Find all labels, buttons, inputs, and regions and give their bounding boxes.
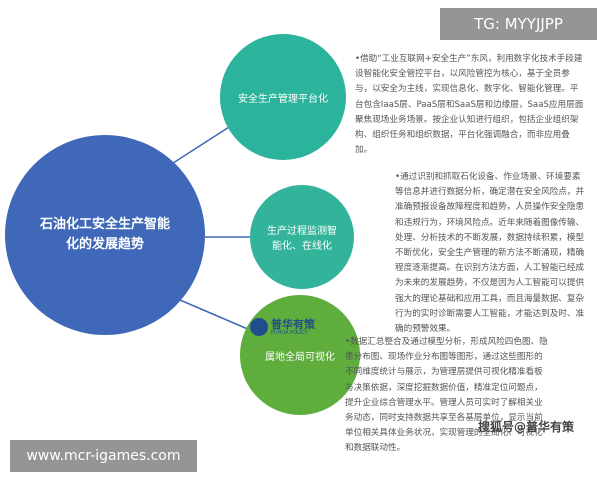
logo-sub: PUHUA POLICY bbox=[271, 329, 308, 336]
branch-node-platform: 安全生产管理平台化 bbox=[220, 34, 346, 160]
logo-name: 普华有策 bbox=[271, 317, 315, 331]
branch-node-visualization: 属地全局可视化 bbox=[240, 295, 360, 415]
center-node: 石油化工安全生产智能化的发展趋势 bbox=[5, 135, 205, 335]
branch-node-monitoring: 生产过程监测智能化、在线化 bbox=[250, 185, 354, 289]
source-watermark: 搜狐号@普华有策 bbox=[478, 420, 575, 434]
branch-text-platform: •借助“工业互联网+安全生产”东风，利用数字化技术手段建设智能化安全管控平台，以… bbox=[355, 54, 584, 156]
branch-text-monitoring: •通过识别和抓取石化设备、作业场景、环境要素等信息并进行数据分析，确定潜在安全风… bbox=[395, 172, 585, 335]
connector-line bbox=[179, 299, 251, 331]
logo: 普华有策 PUHUA POLICY bbox=[250, 318, 315, 336]
watermark-top: TG: MYYJJPP bbox=[440, 8, 597, 40]
watermark-bottom: www.mcr-igames.com bbox=[10, 440, 197, 472]
logo-mark-icon bbox=[250, 318, 268, 336]
branch-text-visualization: •数据汇总整合及通过模型分析，形成风险四色图、隐患分布图、现场作业分布图等图形，… bbox=[345, 337, 548, 454]
